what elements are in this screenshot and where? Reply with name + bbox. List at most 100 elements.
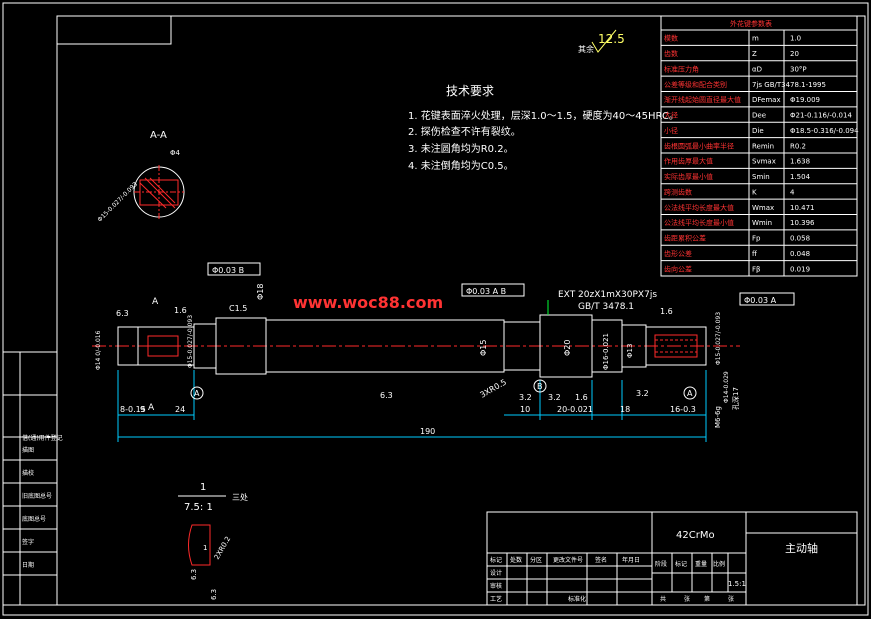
param-cell: 1.638 — [790, 158, 810, 166]
inner-frame — [56, 15, 866, 606]
param-table-title: 外花键参数表 — [730, 19, 772, 28]
param-cell: 渐开线起始圆直径最大值 — [664, 95, 741, 104]
dim-len10: 10 — [520, 405, 530, 414]
tech-req-item-2: 2. 探伤检查不许有裂纹。 — [408, 125, 521, 138]
left-label-2: 描图 — [22, 446, 34, 454]
dim-1-6-a: 1.6 — [174, 306, 187, 315]
param-cell: 齿距累积公差 — [664, 234, 706, 243]
param-cell: 大径 — [664, 111, 678, 120]
left-column: 借(通)用件登记 描图 描校 旧底图总号 底图总号 签字 日期 — [2, 351, 63, 606]
param-cell: 齿根圆弧最小曲率半径 — [664, 141, 734, 150]
param-cell: 0.019 — [790, 265, 810, 273]
tech-req-item-4: 4. 未注倒角均为C0.5。 — [408, 159, 514, 172]
hdr-cell-4: 更改文件号 — [553, 556, 583, 564]
row-process: 工艺 — [490, 595, 502, 603]
param-cell: Die — [752, 127, 764, 135]
spline-note-1: EXT 20zX1mX30PX7js — [558, 290, 657, 300]
dim-phi13: Φ13 — [626, 344, 634, 358]
param-cell: 7js GB/T3478.1-1995 — [752, 81, 826, 89]
param-cell: 4 — [790, 188, 795, 196]
dim-1-6-b: 1.6 — [660, 307, 673, 316]
param-cell: Wmax — [752, 204, 774, 212]
hdr-cell-1: 标记 — [490, 556, 502, 564]
param-cell: 齿向公差 — [664, 264, 692, 273]
bottom-cell-4: 张 — [728, 595, 734, 603]
hdr-cell-3: 分区 — [530, 556, 542, 564]
dim-len24: 24 — [175, 405, 185, 414]
left-label-3: 描校 — [22, 469, 34, 477]
dim-len9: 9 — [140, 405, 145, 414]
param-cell: ff — [752, 250, 757, 258]
dim-thread: M6-6g — [714, 406, 722, 428]
dim-len8: 8-0.15 — [120, 405, 146, 414]
param-cell: Fβ — [752, 265, 761, 273]
param-cell: Wmin — [752, 219, 772, 227]
left-label-4: 旧底图总号 — [22, 492, 52, 500]
hdr-cell-2: 处数 — [510, 556, 522, 564]
dim-c1-5: C1.5 — [229, 304, 247, 313]
param-cell: 30°P — [790, 65, 807, 73]
bottom-cell-1: 共 — [660, 595, 666, 603]
detail-dim-1: 2XR0.2 — [213, 535, 233, 561]
param-cell: 小径 — [664, 126, 678, 135]
param-cell: αD — [752, 65, 762, 73]
dimension-lines — [117, 370, 707, 442]
datum-a: A — [194, 389, 200, 398]
detail-note: 三处 — [232, 492, 248, 502]
hdr-cell-6: 年月日 — [622, 556, 640, 564]
param-cell: Φ18.5-0.316/-0.094 — [790, 127, 859, 135]
left-label-1: 借(通)用件登记 — [22, 434, 63, 442]
sec-marker-1: A — [152, 297, 159, 307]
param-cell: Z — [752, 50, 757, 58]
dim-phi15b: Φ15-0.027/-0.093 — [187, 315, 194, 368]
param-cell: Φ19.009 — [790, 96, 820, 104]
left-label-5: 底图总号 — [22, 515, 46, 523]
dim-phi16: Φ16-0.021 — [602, 333, 610, 370]
left-label-7: 日期 — [22, 561, 34, 569]
roughness-value: 12.5 — [598, 32, 625, 46]
spline-note: EXT 20zX1mX30PX7js GB/T 3478.1 — [547, 290, 657, 315]
roughness-mark: 12.5 其余 — [578, 29, 625, 54]
row-std: 标准化 — [568, 595, 586, 603]
param-cell: 模数 — [664, 34, 678, 43]
roughness-note: 其余 — [578, 44, 594, 54]
param-cell: 20 — [790, 50, 799, 58]
corner-box — [56, 15, 172, 45]
dim-phi15c: Φ15-0.027/-0.093 — [715, 312, 722, 365]
param-cell: 齿形公差 — [664, 249, 692, 258]
tol-frame-3: Φ0.03 A — [744, 296, 777, 305]
param-cell: 公法线平均长度最大值 — [664, 203, 734, 212]
row-design: 设计 — [490, 569, 502, 577]
section-label: A-A — [150, 130, 167, 141]
param-cell: 公法线平均长度最小值 — [664, 218, 734, 227]
param-cell: 1.504 — [790, 173, 811, 181]
dim-phi20: Φ20 — [563, 340, 572, 356]
param-cell: 公差等级和配合类别 — [664, 80, 727, 89]
param-cell: Φ21-0.116/-0.014 — [790, 112, 852, 120]
detail-dim-2: 6.3 — [190, 569, 198, 580]
detail-dim-3: 6.3 — [210, 589, 218, 600]
stage-cell-4: 比例 — [713, 560, 725, 568]
tech-req-item-1: 1. 花键表面淬火处理，层深1.0～1.5，硬度为40～45HRC。 — [408, 109, 679, 122]
title-block: 42CrMo 主动轴 1.5:1 标记 处数 分区 更改文件号 签名 年月日 设… — [486, 511, 858, 606]
shaft-main-view — [92, 314, 740, 378]
param-cell: 0.058 — [790, 235, 810, 243]
section-dim-1: Φ4 — [170, 149, 181, 157]
stage-cell-3: 重量 — [695, 560, 707, 568]
param-cell: Svmax — [752, 158, 776, 166]
dim-r16c: 1.6 — [575, 393, 588, 402]
param-cell: R0.2 — [790, 142, 806, 150]
stage-cell-2: 标记 — [675, 560, 687, 568]
left-label-6: 签字 — [22, 538, 34, 546]
hdr-cell-5: 签名 — [595, 556, 607, 564]
dim-r63b: 6.3 — [380, 391, 393, 400]
tech-requirements: 技术要求 1. 花键表面淬火处理，层深1.0～1.5，硬度为40～45HRC。 … — [408, 84, 679, 172]
section-view: A-A Φ4 Φ15-0.027/-0.093 — [96, 130, 185, 223]
dim-len16: 16-0.3 — [670, 405, 696, 414]
dim-phi18: Φ18 — [256, 284, 265, 300]
param-cell: Smin — [752, 173, 770, 181]
watermark: www.woc88.com — [293, 293, 443, 312]
row-review: 审核 — [490, 582, 502, 590]
